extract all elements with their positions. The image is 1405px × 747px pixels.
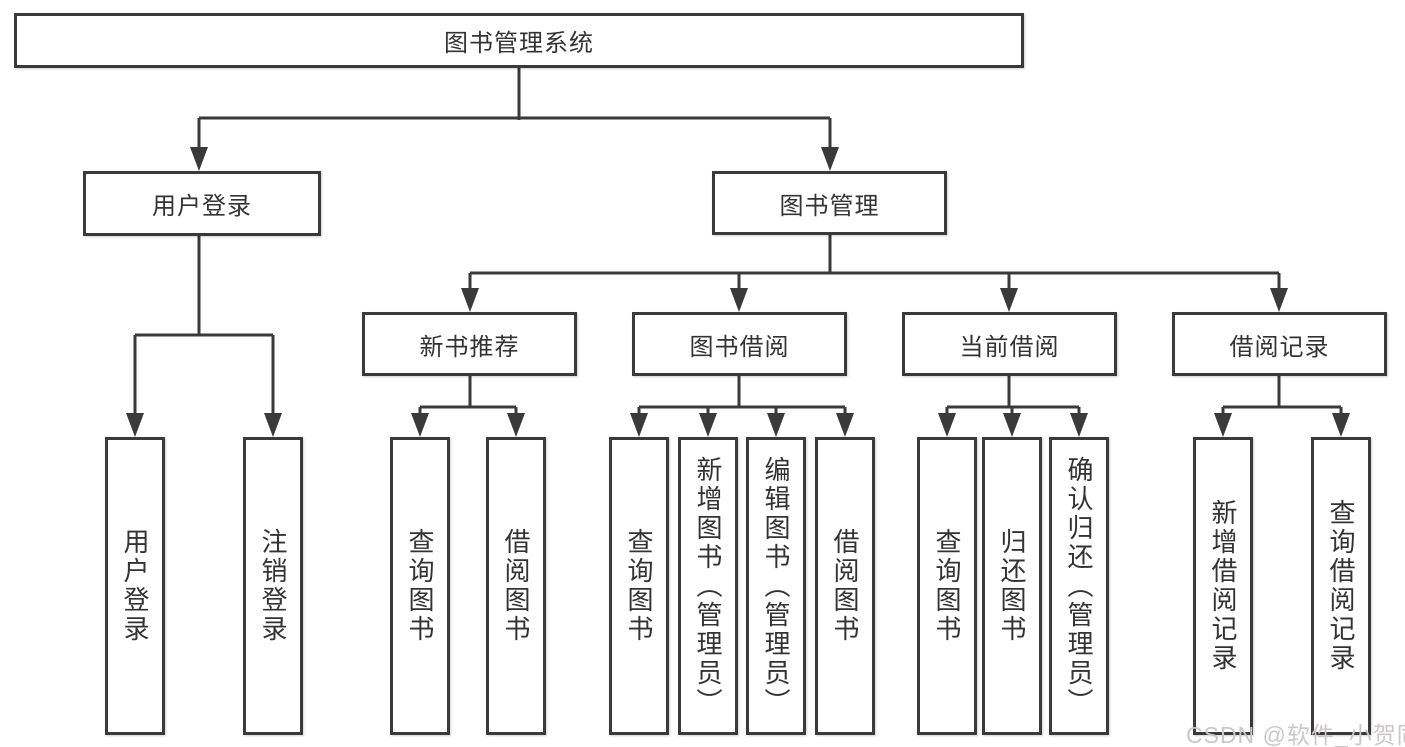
node-edit-book-admin-label: 编辑图书（管理员） [761, 455, 791, 717]
node-query-borrow-record-label: 查询借阅记录 [1326, 499, 1356, 673]
node-borrow-book-label: 借阅图书 [830, 528, 860, 644]
node-query-book-borrow: 查询图书 [609, 437, 669, 735]
node-return-book: 归还图书 [982, 437, 1042, 735]
node-query-book-current-label: 查询图书 [932, 528, 962, 644]
node-root: 图书管理系统 [14, 13, 1024, 68]
node-user-login-leaf: 用户登录 [105, 437, 165, 735]
node-query-book-current: 查询图书 [917, 437, 977, 735]
node-borrow-book-recommend-label: 借阅图书 [501, 528, 531, 644]
node-book-borrowing: 图书借阅 [632, 312, 847, 376]
node-query-borrow-record: 查询借阅记录 [1311, 437, 1371, 735]
node-borrowing-records-label: 借阅记录 [1229, 333, 1330, 361]
node-query-book-borrow-label: 查询图书 [624, 528, 654, 644]
node-return-book-label: 归还图书 [997, 528, 1027, 644]
node-confirm-return-admin: 确认归还（管理员） [1049, 437, 1109, 735]
node-user-login-label: 用户登录 [152, 193, 252, 220]
node-borrow-book-recommend: 借阅图书 [486, 437, 546, 735]
node-add-borrow-record: 新增借阅记录 [1193, 437, 1253, 735]
node-current-borrowing: 当前借阅 [902, 312, 1117, 376]
watermark: CSDN @软件_小贺同学 [1186, 722, 1405, 747]
node-user-login: 用户登录 [83, 171, 321, 236]
node-book-borrowing-label: 图书借阅 [689, 333, 790, 361]
node-query-book-recommend: 查询图书 [390, 437, 450, 735]
node-current-borrowing-label: 当前借阅 [959, 333, 1060, 361]
node-borrowing-records: 借阅记录 [1172, 312, 1387, 376]
node-logout-leaf: 注销登录 [243, 437, 303, 735]
node-query-book-recommend-label: 查询图书 [405, 528, 435, 644]
node-confirm-return-admin-label: 确认归还（管理员） [1064, 455, 1094, 717]
node-add-book-admin: 新增图书（管理员） [678, 437, 738, 735]
node-add-borrow-record-label: 新增借阅记录 [1208, 499, 1238, 673]
node-edit-book-admin: 编辑图书（管理员） [746, 437, 806, 735]
node-new-book-recommend-label: 新书推荐 [419, 333, 520, 361]
node-new-book-recommend: 新书推荐 [362, 312, 577, 376]
node-user-login-leaf-label: 用户登录 [120, 528, 150, 644]
node-book-management-label: 图书管理 [779, 192, 880, 220]
node-root-label: 图书管理系统 [444, 30, 594, 57]
node-borrow-book: 借阅图书 [815, 437, 875, 735]
node-add-book-admin-label: 新增图书（管理员） [693, 455, 723, 717]
node-book-management: 图书管理 [712, 171, 947, 235]
node-logout-leaf-label: 注销登录 [258, 528, 288, 644]
